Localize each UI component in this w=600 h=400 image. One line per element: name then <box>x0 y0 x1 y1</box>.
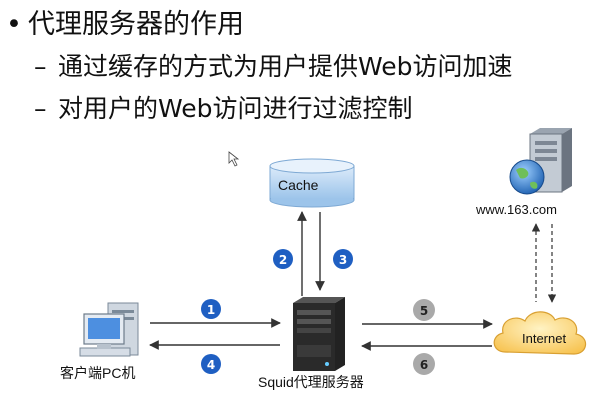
proxy-label: Squid代理服务器 <box>258 374 364 390</box>
internet-cloud-icon <box>493 311 587 355</box>
proxy-server-icon <box>293 297 345 371</box>
bullet-title-text: 代理服务器的作用 <box>28 9 244 40</box>
step-6-label: 6 <box>420 358 428 372</box>
step-badge-3: 3 <box>333 249 353 269</box>
bullet-item-2-text: 对用户的Web访问进行过滤控制 <box>58 94 413 123</box>
bullet-dot: • <box>6 9 22 40</box>
step-5-label: 5 <box>420 304 428 318</box>
step-badge-4: 4 <box>201 354 221 374</box>
step-badge-6: 6 <box>413 353 435 375</box>
bullet-title: •代理服务器的作用 <box>6 6 244 44</box>
step-3-label: 3 <box>339 253 347 267</box>
dash-marker: – <box>34 52 47 81</box>
bullet-item-1: –通过缓存的方式为用户提供Web访问加速 <box>34 50 513 84</box>
website-label: www.163.com <box>475 202 557 217</box>
dash-marker: – <box>34 94 47 123</box>
step-4-label: 4 <box>207 358 215 372</box>
bullet-item-2: –对用户的Web访问进行过滤控制 <box>34 92 413 126</box>
cursor-icon <box>228 151 240 167</box>
cache-label: Cache <box>278 177 319 193</box>
client-pc-icon <box>79 302 139 357</box>
cache-database-icon <box>269 158 355 208</box>
web-server-icon <box>509 128 572 195</box>
bullet-item-1-text: 通过缓存的方式为用户提供Web访问加速 <box>58 52 513 81</box>
step-1-label: 1 <box>207 303 215 317</box>
bullet-list: •代理服务器的作用 –通过缓存的方式为用户提供Web访问加速 –对用户的Web访… <box>0 0 600 130</box>
client-label: 客户端PC机 <box>60 365 135 381</box>
step-badge-5: 5 <box>413 299 435 321</box>
step-2-label: 2 <box>279 253 287 267</box>
step-badge-1: 1 <box>201 299 221 319</box>
step-badge-2: 2 <box>273 249 293 269</box>
internet-label: Internet <box>522 331 566 346</box>
